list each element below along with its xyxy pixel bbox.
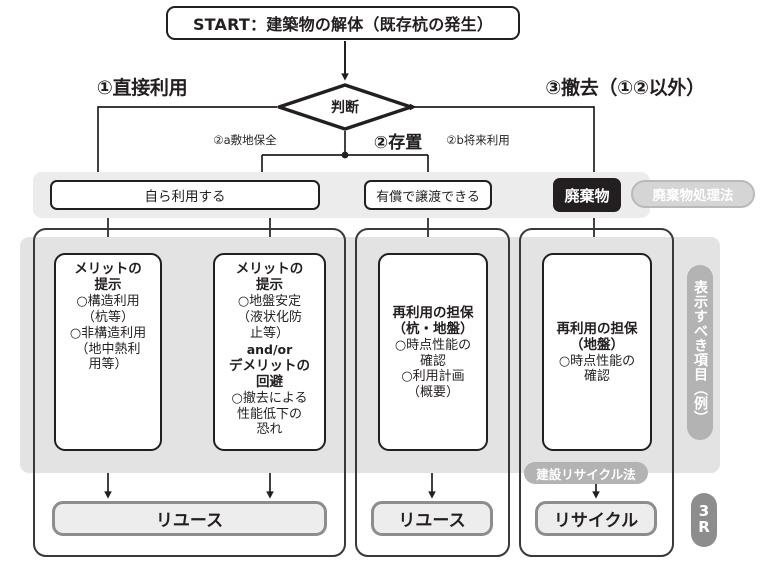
node-waste: 廃棄物 <box>553 178 621 212</box>
detail-item: ○時点性能の <box>558 353 636 369</box>
detail-item: ○構造利用 <box>76 293 140 309</box>
decision-diamond <box>277 83 413 131</box>
result-reuse-left: リユース <box>52 501 327 536</box>
detail-box-merit-structural: メリットの 提示 ○構造利用 （杭等） ○非構造利用 （地中熱利 用等） <box>54 253 162 451</box>
badge-3r-line2: R <box>698 518 710 536</box>
detail-item: （地中熱利 <box>75 341 141 357</box>
group-direct-use <box>33 228 346 557</box>
branch-label-site-preservation: ②a敷地保全 <box>213 133 277 147</box>
detail-box-reuse-ground: 再利用の担保 （地盤） ○時点性能の 確認 <box>542 253 652 451</box>
detail-item: ○非構造利用 <box>69 325 147 341</box>
detail-head: 提示 <box>94 277 122 294</box>
branch-label-future-use: ②b将来利用 <box>446 133 510 147</box>
detail-head: （杭・地盤） <box>392 321 474 338</box>
detail-item: ○地盤安定 <box>237 293 302 309</box>
detail-box-merit-ground: メリットの 提示 ○地盤安定 （液状化防 止等） and/or デメリットの 回… <box>213 253 326 451</box>
detail-head: 再利用の担保 <box>556 320 638 337</box>
branch-junction-dot <box>341 151 349 159</box>
detail-head: 再利用の担保 <box>392 304 474 321</box>
group-retention <box>355 228 510 557</box>
detail-item: 止等） <box>249 325 289 341</box>
decision-label: 判断 <box>331 100 359 116</box>
detail-item: 確認 <box>419 353 446 369</box>
result-recycle: リサイクル <box>535 501 657 536</box>
detail-head: メリットの <box>235 261 304 277</box>
start-node: START：建築物の解体（既存杭の発生） <box>166 6 520 40</box>
detail-item: ○時点性能の <box>394 337 472 353</box>
badge-3r: 3 R <box>691 493 717 547</box>
detail-item: （杭等） <box>81 309 134 325</box>
branch-label-retention: ②存置 <box>373 132 423 153</box>
detail-item-2: 性能低下の <box>236 406 302 422</box>
side-label-display-items: 表示すべき項目（例） <box>687 265 713 440</box>
detail-head: （地盤） <box>570 337 624 354</box>
node-paid-transfer: 有償で譲渡できる <box>364 180 492 210</box>
result-reuse-mid: リユース <box>371 501 493 536</box>
branch-label-direct-use: ①直接利用 <box>96 76 188 99</box>
group-removal <box>519 228 674 557</box>
detail-andor: and/or <box>246 341 293 357</box>
detail-item-2: 恐れ <box>256 422 283 438</box>
detail-head: メリットの <box>74 261 142 277</box>
detail-item: 用等） <box>88 357 128 373</box>
detail-item-2: ○撤去による <box>231 390 308 406</box>
detail-head-2: デメリットの <box>229 357 310 374</box>
detail-item: （液状化防 <box>236 309 302 325</box>
detail-head-2: 回避 <box>256 374 283 391</box>
pill-construction-recycle-law: 建設リサイクル法 <box>524 462 648 484</box>
badge-3r-line1: 3 <box>698 502 710 521</box>
detail-item: （概要） <box>406 385 459 401</box>
detail-box-reuse-pile-ground: 再利用の担保 （杭・地盤） ○時点性能の 確認 ○利用計画 （概要） <box>378 253 488 451</box>
node-self-use: 自ら利用する <box>50 180 320 210</box>
branch-label-removal: ③撤去（①②以外） <box>545 76 705 99</box>
detail-head: 提示 <box>256 277 283 294</box>
detail-item: 確認 <box>583 369 610 385</box>
pill-waste-disposal-law: 廃棄物処理法 <box>631 180 755 208</box>
detail-item: ○利用計画 <box>401 369 465 385</box>
